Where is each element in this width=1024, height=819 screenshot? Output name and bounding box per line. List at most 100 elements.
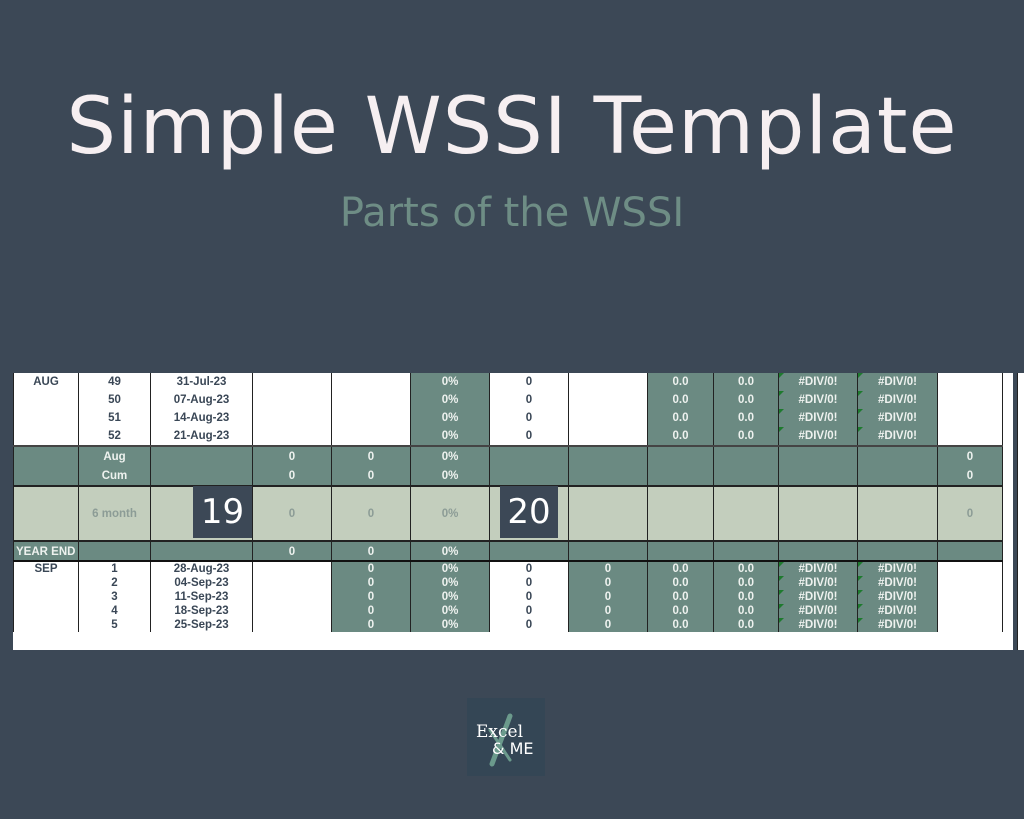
table-cell[interactable] xyxy=(857,445,938,466)
table-cell[interactable]: YEAR END xyxy=(13,544,79,562)
table-cell[interactable] xyxy=(13,485,79,542)
table-cell[interactable]: 0% xyxy=(410,485,490,542)
table-cell[interactable] xyxy=(252,373,332,391)
table-cell[interactable] xyxy=(778,485,858,542)
table-cell[interactable] xyxy=(568,427,648,446)
table-cell[interactable]: 0 xyxy=(252,544,332,562)
table-cell[interactable]: 0 xyxy=(489,427,569,446)
table-cell[interactable]: 52 xyxy=(78,427,151,446)
table-cell[interactable] xyxy=(937,618,1003,632)
table-cell[interactable]: 21-Aug-23 xyxy=(150,427,253,446)
table-cell[interactable] xyxy=(568,409,648,427)
table-cell[interactable]: #DIV/0! xyxy=(778,427,858,446)
table-cell[interactable]: 04-Sep-23 xyxy=(150,576,253,590)
table-cell[interactable]: 4 xyxy=(78,604,151,618)
table-cell[interactable] xyxy=(647,466,714,486)
table-cell[interactable] xyxy=(568,544,648,562)
table-cell[interactable]: 0 xyxy=(489,391,569,409)
table-cell[interactable]: #DIV/0! xyxy=(857,576,938,590)
table-cell[interactable] xyxy=(331,409,411,427)
table-cell[interactable] xyxy=(857,544,938,562)
table-cell[interactable] xyxy=(647,485,714,542)
table-cell[interactable] xyxy=(13,427,79,446)
table-cell[interactable]: 0% xyxy=(410,618,490,632)
table-cell[interactable]: SEP xyxy=(13,560,79,576)
table-cell[interactable]: 0.0 xyxy=(647,590,714,604)
table-cell[interactable]: #DIV/0! xyxy=(778,618,858,632)
table-cell[interactable] xyxy=(489,466,569,486)
table-cell[interactable] xyxy=(252,427,332,446)
table-cell[interactable]: 11-Sep-23 xyxy=(150,590,253,604)
table-cell[interactable]: 0.0 xyxy=(713,409,779,427)
table-cell[interactable]: 0 xyxy=(331,590,411,604)
table-cell[interactable] xyxy=(13,391,79,409)
table-cell[interactable] xyxy=(647,544,714,562)
table-cell[interactable]: #DIV/0! xyxy=(857,618,938,632)
table-cell[interactable]: 0 xyxy=(252,445,332,466)
table-cell[interactable]: 14-Aug-23 xyxy=(150,409,253,427)
table-cell[interactable] xyxy=(937,544,1003,562)
table-cell[interactable]: 28-Aug-23 xyxy=(150,560,253,576)
table-cell[interactable] xyxy=(778,544,858,562)
table-cell[interactable] xyxy=(713,544,779,562)
table-cell[interactable] xyxy=(937,604,1003,618)
table-cell[interactable]: 0.0 xyxy=(647,373,714,391)
table-cell[interactable] xyxy=(252,560,332,576)
table-cell[interactable]: #DIV/0! xyxy=(857,409,938,427)
table-cell[interactable]: 0 xyxy=(489,560,569,576)
table-cell[interactable] xyxy=(252,604,332,618)
table-cell[interactable]: Aug xyxy=(78,445,151,466)
table-cell[interactable]: 18-Sep-23 xyxy=(150,604,253,618)
table-cell[interactable]: 0 xyxy=(331,604,411,618)
table-cell[interactable] xyxy=(78,544,151,562)
table-cell[interactable]: 0.0 xyxy=(647,409,714,427)
table-cell[interactable] xyxy=(13,604,79,618)
table-cell[interactable]: 0 xyxy=(937,466,1003,486)
table-cell[interactable]: 51 xyxy=(78,409,151,427)
table-cell[interactable] xyxy=(150,466,253,486)
table-cell[interactable]: 0% xyxy=(410,445,490,466)
table-cell[interactable]: #DIV/0! xyxy=(857,560,938,576)
table-cell[interactable]: 31-Jul-23 xyxy=(150,373,253,391)
table-cell[interactable] xyxy=(252,409,332,427)
table-cell[interactable]: 0% xyxy=(410,576,490,590)
table-cell[interactable]: 0 xyxy=(331,544,411,562)
table-cell[interactable]: 0% xyxy=(410,466,490,486)
table-cell[interactable]: 49 xyxy=(78,373,151,391)
table-cell[interactable]: 1 xyxy=(78,560,151,576)
table-cell[interactable] xyxy=(13,618,79,632)
table-cell[interactable]: 0.0 xyxy=(713,576,779,590)
table-cell[interactable]: AUG xyxy=(13,373,79,391)
table-cell[interactable]: 0.0 xyxy=(713,427,779,446)
table-cell[interactable] xyxy=(568,373,648,391)
table-cell[interactable] xyxy=(150,544,253,562)
table-cell[interactable] xyxy=(489,445,569,466)
table-cell[interactable] xyxy=(252,391,332,409)
table-cell[interactable]: #DIV/0! xyxy=(857,590,938,604)
table-cell[interactable]: 0% xyxy=(410,560,490,576)
table-cell[interactable]: 0 xyxy=(568,618,648,632)
table-cell[interactable]: #DIV/0! xyxy=(857,391,938,409)
table-cell[interactable]: 0 xyxy=(489,618,569,632)
table-cell[interactable]: #DIV/0! xyxy=(778,576,858,590)
table-cell[interactable]: #DIV/0! xyxy=(778,391,858,409)
table-cell[interactable]: 0 xyxy=(252,485,332,542)
table-cell[interactable] xyxy=(778,445,858,466)
table-cell[interactable] xyxy=(857,485,938,542)
table-cell[interactable]: 0 xyxy=(568,576,648,590)
table-cell[interactable] xyxy=(252,590,332,604)
table-cell[interactable] xyxy=(937,409,1003,427)
table-cell[interactable]: 0 xyxy=(937,485,1003,542)
table-cell[interactable]: 0 xyxy=(568,590,648,604)
table-cell[interactable] xyxy=(252,576,332,590)
table-cell[interactable]: 07-Aug-23 xyxy=(150,391,253,409)
table-cell[interactable] xyxy=(937,560,1003,576)
table-cell[interactable] xyxy=(13,576,79,590)
table-cell[interactable]: 0% xyxy=(410,544,490,562)
table-cell[interactable]: 0 xyxy=(568,604,648,618)
table-cell[interactable] xyxy=(331,373,411,391)
table-cell[interactable]: 0 xyxy=(568,560,648,576)
table-cell[interactable] xyxy=(13,409,79,427)
table-cell[interactable] xyxy=(568,391,648,409)
table-cell[interactable] xyxy=(331,427,411,446)
